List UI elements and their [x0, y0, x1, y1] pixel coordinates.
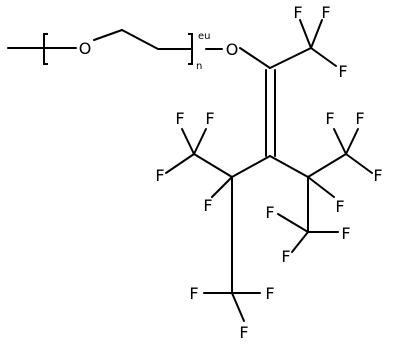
bond-o1-right [93, 29, 123, 41]
left-carbon-to-cf3 [193, 153, 233, 178]
fluorine-atom-10: F [239, 323, 248, 342]
left-bracket [43, 33, 48, 65]
fluorine-atom-2: F [321, 3, 330, 22]
repeat-label: n [196, 61, 202, 72]
fluorine-atom-5: F [205, 109, 214, 128]
left-cf3-top-f [181, 128, 195, 155]
right-upper-cf3-right-f [345, 153, 373, 174]
brackets [43, 33, 193, 65]
cf3-top-left-f [299, 19, 312, 49]
fluorine-atom-17: F [281, 247, 290, 266]
fluorine-atom-6: F [155, 166, 164, 185]
chain-bond-1 [121, 29, 159, 50]
atom-labels: O O eu n F F F F F F F F F F F F F F F F… [79, 3, 383, 342]
fluorine-atom-11: F [325, 109, 334, 128]
bond-o2-right [239, 47, 271, 69]
bond-center-to-left-carbon [231, 155, 271, 178]
fluorine-atom-13: F [373, 166, 382, 185]
fluorine-atom-14: F [335, 197, 344, 216]
fluorine-atom-3: F [338, 62, 347, 81]
fluorine-atom-16: F [341, 224, 350, 243]
fluorine-atom-4: F [175, 109, 184, 128]
left-cf3-right-f [193, 128, 207, 155]
left-carbon-f [211, 176, 233, 198]
fluorine-atom-8: F [189, 284, 198, 303]
fluorine-atom-9: F [265, 284, 274, 303]
fluorine-atom-7: F [203, 196, 212, 215]
cf3-top-right-f [310, 19, 323, 49]
right-bracket [188, 33, 193, 65]
right-carbon-f [307, 176, 335, 198]
bonds [7, 19, 373, 322]
right-upper-cf3-right-top-f [345, 128, 359, 155]
fluorine-atom-1: F [293, 3, 302, 22]
vinyl-cf3-bond [269, 47, 312, 69]
bond-center-to-right-carbon [269, 155, 309, 178]
right-lower-cf3-left-f [277, 213, 309, 233]
end-label: eu [198, 31, 211, 42]
cf3-top-lower-f [310, 47, 337, 67]
oxygen-atom-1: O [79, 39, 92, 58]
right-upper-cf3-top-f [333, 128, 347, 155]
right-lower-cf3-bottom-f [291, 231, 309, 253]
fluorine-atom-12: F [355, 109, 364, 128]
bottom-cf3-bottom-f [231, 292, 245, 322]
fluorine-atom-15: F [265, 203, 274, 222]
left-cf3-lower-f [165, 153, 195, 174]
oxygen-atom-2: O [226, 40, 239, 59]
right-carbon-to-upper-cf3 [307, 153, 347, 178]
